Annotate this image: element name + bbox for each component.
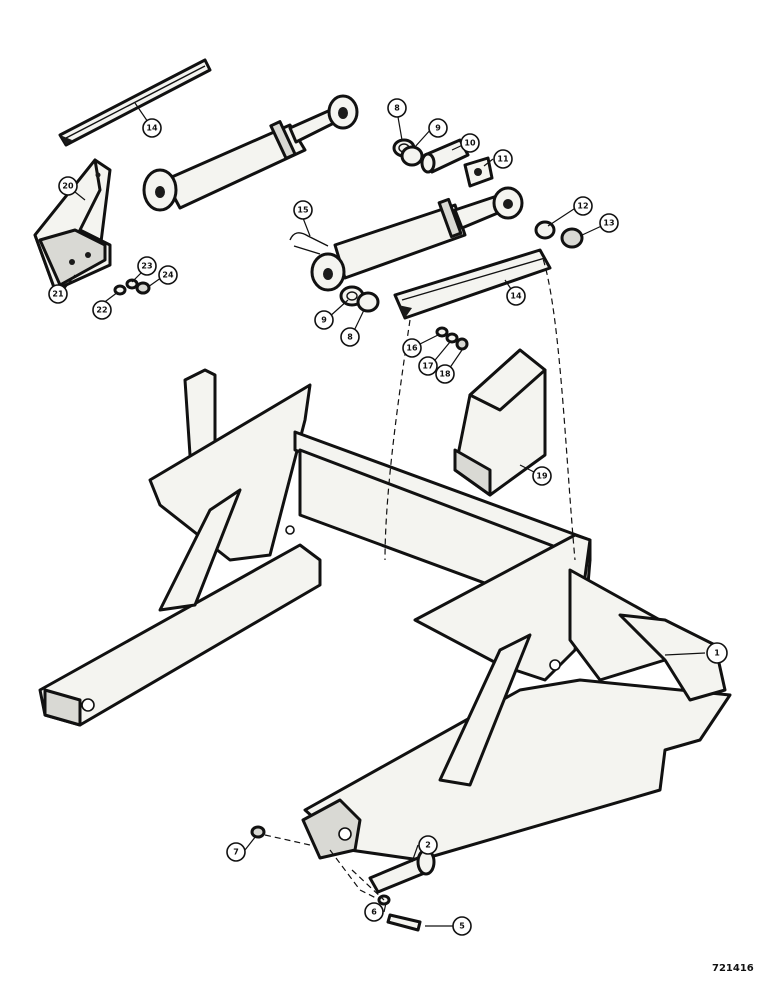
callout-8-lower: 8 bbox=[340, 327, 360, 347]
callout-14-top: 14 bbox=[142, 118, 162, 138]
callout-9-lower: 9 bbox=[314, 310, 334, 330]
svg-text:14: 14 bbox=[146, 124, 158, 133]
mounting-bracket-left bbox=[33, 158, 112, 292]
callout-22: 22 bbox=[92, 300, 112, 320]
svg-text:12: 12 bbox=[577, 202, 588, 211]
callout-23: 23 bbox=[137, 256, 157, 276]
svg-text:1: 1 bbox=[714, 649, 720, 658]
callout-19: 19 bbox=[532, 466, 552, 486]
washer-lower bbox=[339, 285, 380, 313]
bolt-hardware-16-18 bbox=[435, 326, 469, 351]
callout-21: 21 bbox=[48, 284, 68, 304]
svg-text:9: 9 bbox=[321, 316, 327, 325]
bolt-and-washer-lower bbox=[250, 825, 422, 932]
svg-text:24: 24 bbox=[162, 271, 174, 280]
svg-text:7: 7 bbox=[233, 848, 239, 857]
callout-2: 2 bbox=[418, 835, 438, 855]
svg-text:16: 16 bbox=[406, 344, 418, 353]
bolt-hardware-22-24 bbox=[113, 278, 151, 296]
hydraulic-cylinder-lower bbox=[310, 186, 524, 292]
callout-24: 24 bbox=[158, 265, 178, 285]
callout-20: 20 bbox=[58, 176, 78, 196]
callout-5: 5 bbox=[452, 916, 472, 936]
callout-9-top: 9 bbox=[428, 118, 448, 138]
nut-and-washer-right bbox=[534, 220, 584, 249]
svg-text:8: 8 bbox=[347, 333, 353, 342]
clevis-pin bbox=[289, 232, 329, 255]
svg-text:23: 23 bbox=[141, 262, 152, 271]
svg-text:15: 15 bbox=[297, 206, 309, 215]
drawing-number: 721416 bbox=[712, 963, 754, 974]
svg-text:8: 8 bbox=[394, 104, 400, 113]
hydraulic-cylinder-upper bbox=[142, 94, 359, 212]
shield-guard bbox=[453, 348, 547, 497]
svg-text:22: 22 bbox=[96, 306, 107, 315]
strap-bar-top bbox=[58, 58, 212, 147]
callout-18: 18 bbox=[435, 364, 455, 384]
svg-text:19: 19 bbox=[536, 472, 548, 481]
callout-6: 6 bbox=[364, 902, 384, 922]
callout-17: 17 bbox=[418, 356, 438, 376]
svg-text:17: 17 bbox=[422, 362, 433, 371]
svg-text:18: 18 bbox=[439, 370, 451, 379]
strap-bar-lower bbox=[393, 248, 552, 320]
svg-text:2: 2 bbox=[425, 841, 431, 850]
loader-frame bbox=[38, 368, 732, 862]
svg-text:21: 21 bbox=[52, 290, 64, 299]
callout-10: 10 bbox=[460, 133, 480, 153]
frame-pin bbox=[368, 848, 436, 894]
svg-text:13: 13 bbox=[603, 219, 614, 228]
callout-8-top: 8 bbox=[387, 98, 407, 118]
svg-text:9: 9 bbox=[435, 124, 441, 133]
callout-11: 11 bbox=[493, 149, 513, 169]
callout-1: 1 bbox=[706, 642, 728, 664]
callout-16: 16 bbox=[402, 338, 422, 358]
svg-text:10: 10 bbox=[464, 139, 476, 148]
svg-text:6: 6 bbox=[371, 908, 377, 917]
callout-7: 7 bbox=[226, 842, 246, 862]
alignment-lines bbox=[264, 249, 576, 901]
callout-13: 13 bbox=[599, 213, 619, 233]
svg-text:11: 11 bbox=[497, 155, 509, 164]
callout-12: 12 bbox=[573, 196, 593, 216]
washer-top bbox=[392, 138, 424, 167]
callout-15: 15 bbox=[293, 200, 313, 220]
svg-text:5: 5 bbox=[459, 922, 465, 931]
callout-14-lower: 14 bbox=[506, 286, 526, 306]
svg-text:14: 14 bbox=[510, 292, 522, 301]
svg-text:20: 20 bbox=[62, 182, 74, 191]
